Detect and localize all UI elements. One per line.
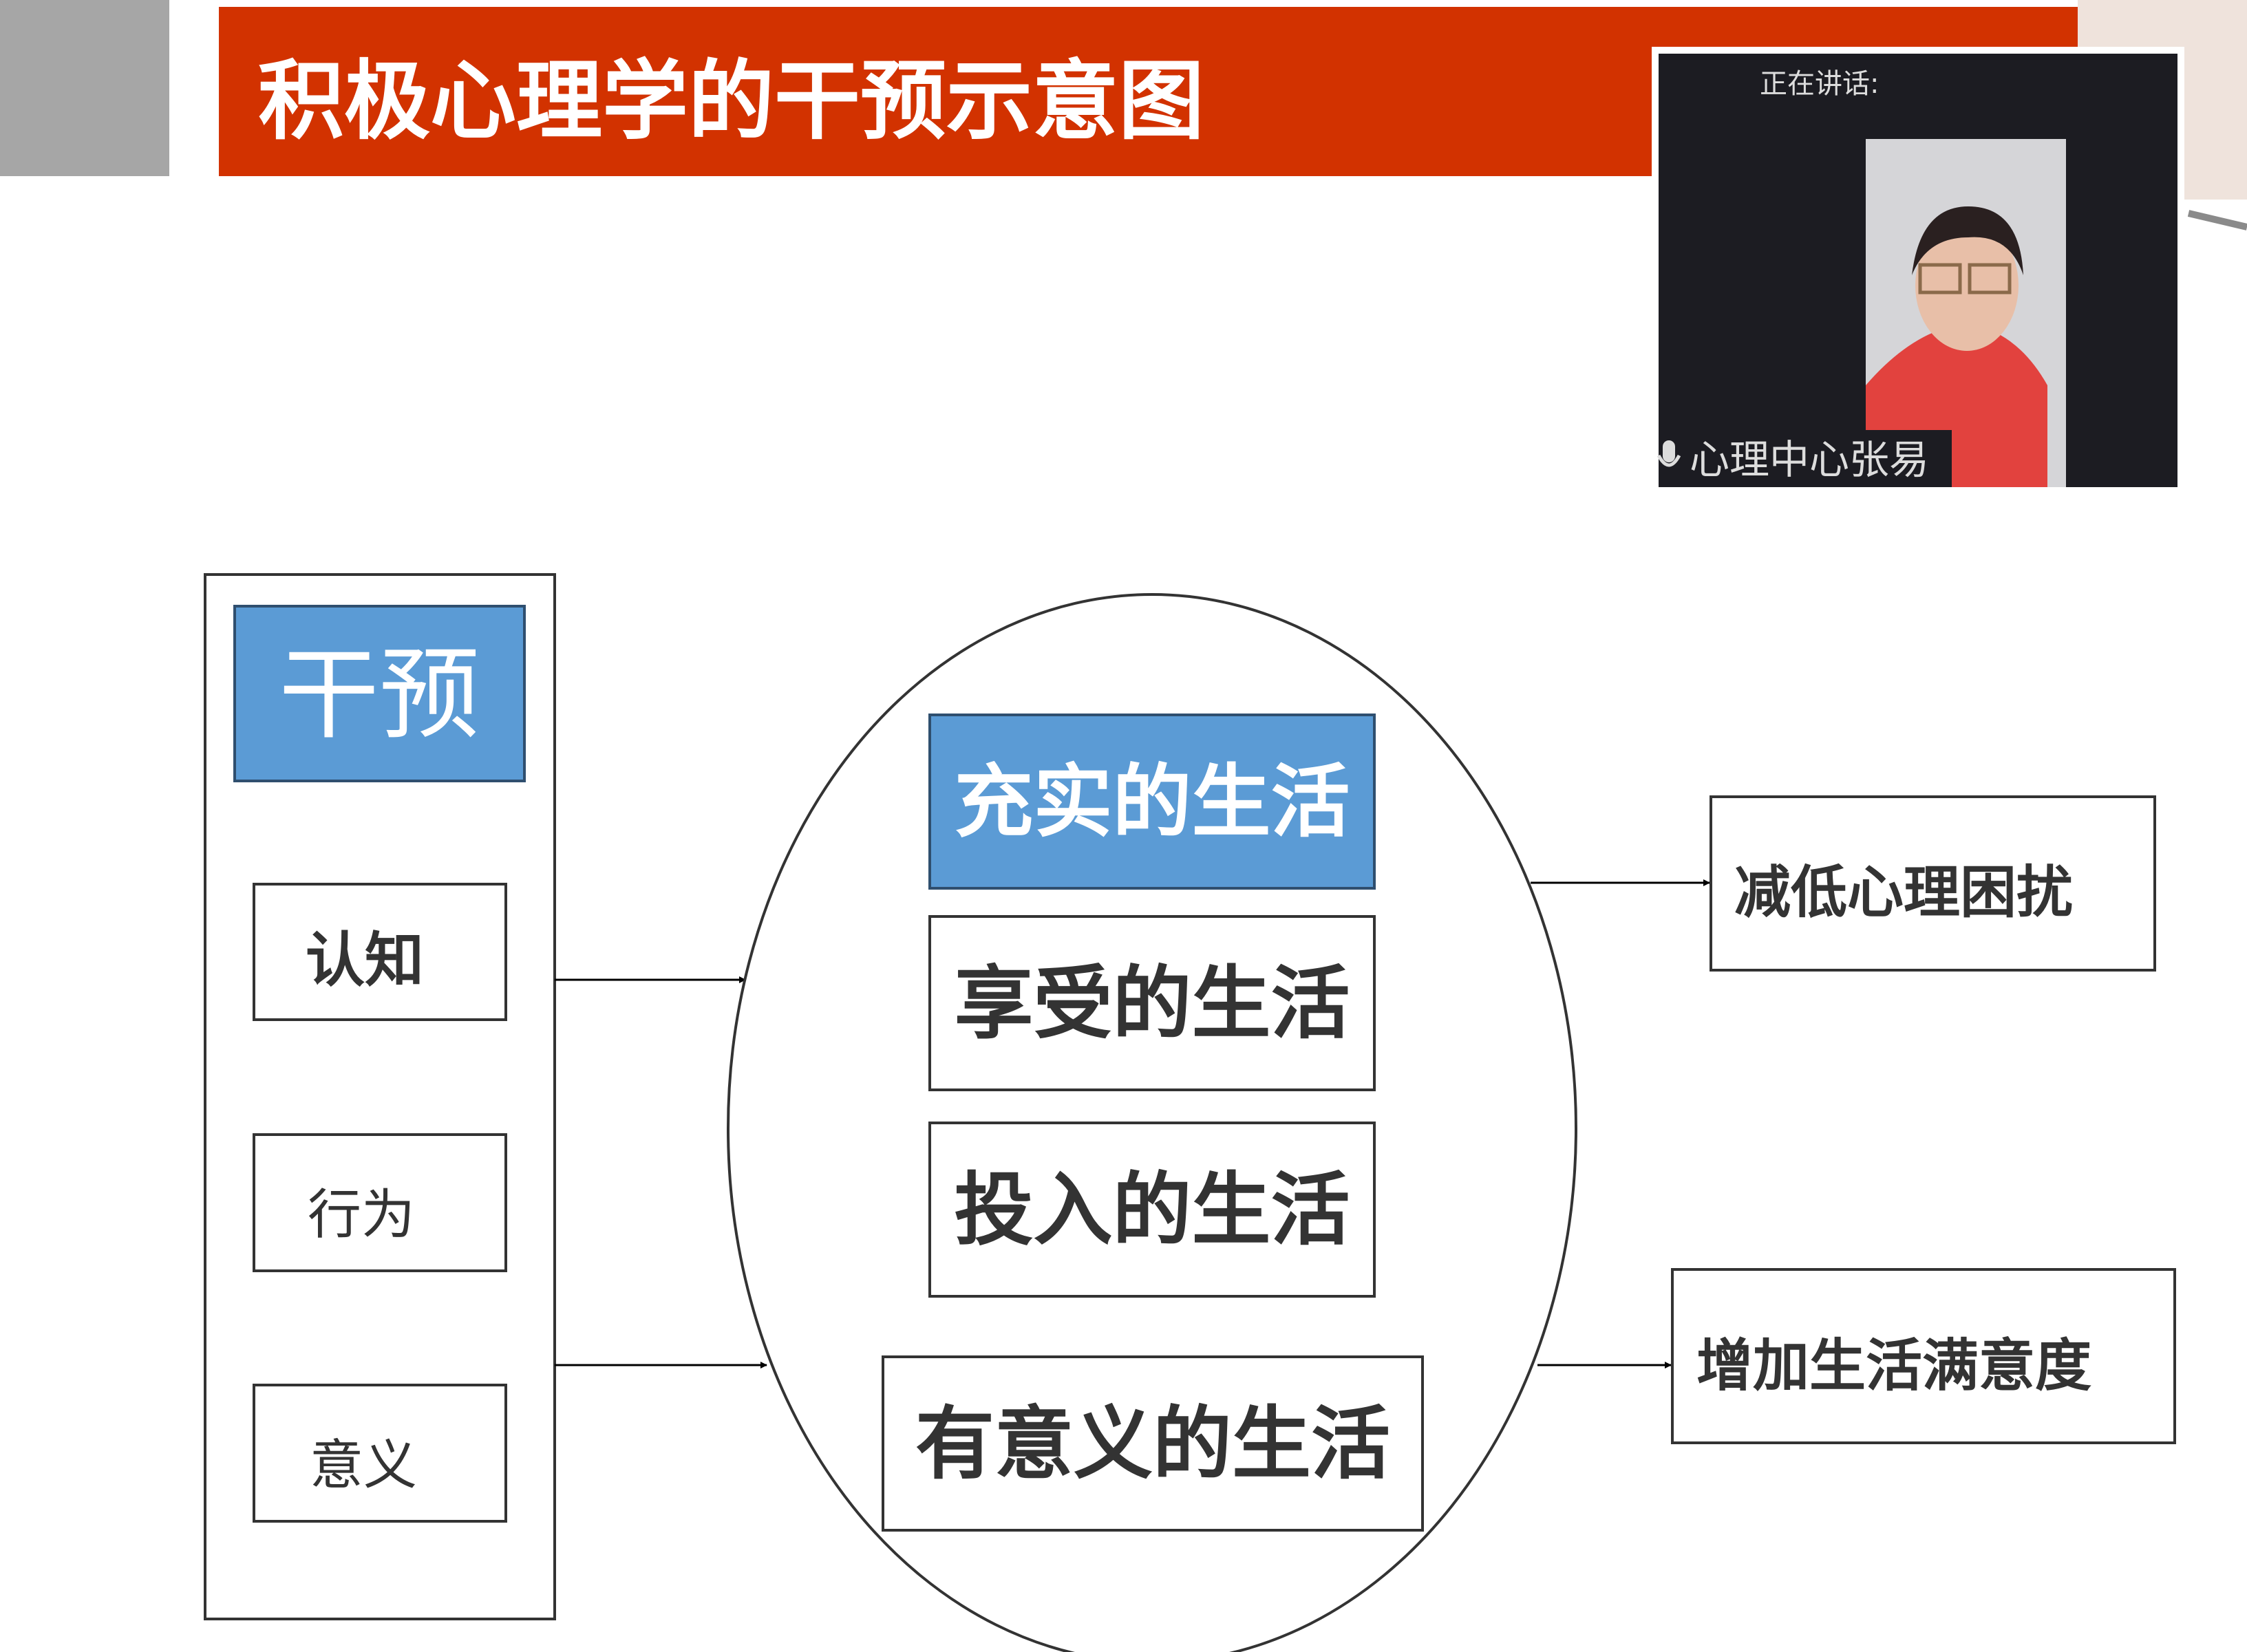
life-meaningful: 有意义的生活 bbox=[915, 1398, 1390, 1490]
intervention-item-behavior: 行为 bbox=[308, 1184, 415, 1246]
outcome-box bbox=[1710, 795, 2156, 972]
side-gray-block bbox=[0, 0, 169, 176]
intervention-item-cognition: 认知 bbox=[306, 926, 424, 995]
decorative-line bbox=[2187, 210, 2247, 230]
life-box bbox=[928, 915, 1376, 1091]
lives-ellipse bbox=[727, 593, 1577, 1652]
intervention-item-box bbox=[253, 1384, 507, 1523]
slide-title: 积极心理学的干预示意图 bbox=[258, 52, 1204, 151]
outcome-reduce-distress: 减低心理困扰 bbox=[1734, 860, 2073, 925]
video-call-panel[interactable]: 正在讲话: 心理中心张易 bbox=[1652, 47, 2184, 494]
life-pleasant: 享受的生活 bbox=[954, 958, 1350, 1050]
intervention-item-meaning: 意义 bbox=[310, 1435, 417, 1497]
speaker-name-bg bbox=[1659, 430, 1952, 487]
intervention-header: 干预 bbox=[279, 636, 480, 753]
speaker-video bbox=[1866, 139, 2066, 487]
outcome-increase-satisfaction: 增加生活满意度 bbox=[1696, 1333, 2091, 1399]
life-engaged: 投入的生活 bbox=[954, 1164, 1350, 1256]
life-box bbox=[928, 1122, 1376, 1298]
speaker-name: 心理中心张易 bbox=[1690, 436, 1929, 483]
life-full: 充实的生活 bbox=[954, 756, 1350, 848]
outcome-box bbox=[1671, 1268, 2176, 1444]
speaking-label: 正在讲话: bbox=[1760, 68, 1879, 100]
life-box bbox=[882, 1355, 1424, 1532]
life-box-highlighted bbox=[928, 714, 1376, 890]
microphone-icon bbox=[1657, 440, 1681, 467]
intervention-item-box bbox=[253, 1133, 507, 1272]
intervention-header-box bbox=[233, 605, 526, 782]
intervention-item-box bbox=[253, 883, 507, 1021]
